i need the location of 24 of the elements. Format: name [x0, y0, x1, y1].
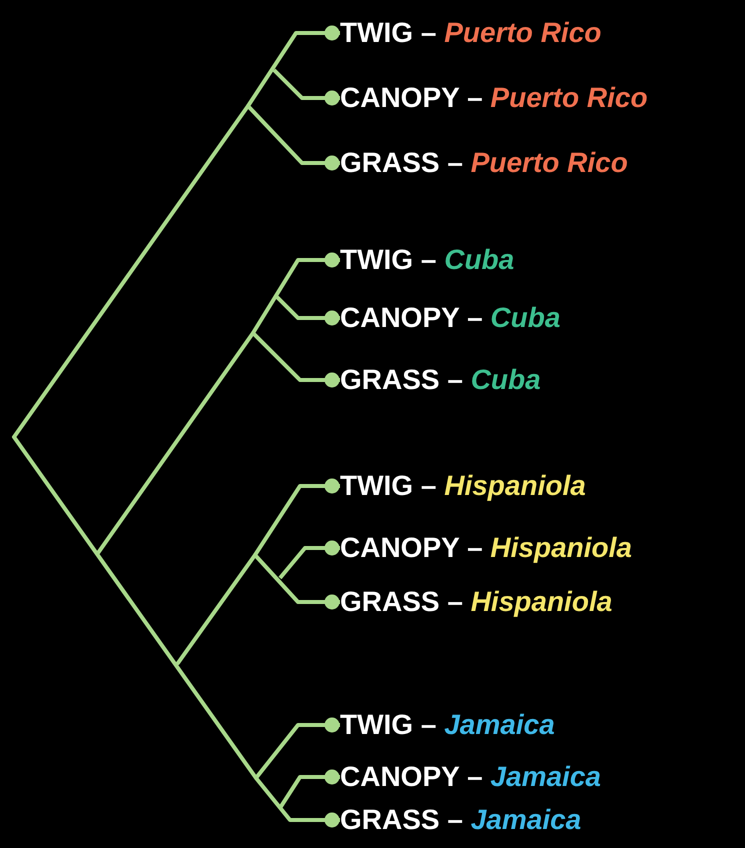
branch-line [254, 718, 340, 780]
taxon-label: TWIG – Hispaniola [340, 469, 586, 503]
taxon-label: CANOPY – Puerto Rico [340, 81, 648, 115]
branch-line [251, 252, 340, 334]
branch-line [246, 104, 340, 170]
branch-line [278, 770, 340, 810]
taxon-label: TWIG – Puerto Rico [340, 16, 602, 50]
taxon-label: TWIG – Cuba [340, 243, 514, 277]
taxon-label: TWIG – Jamaica [340, 708, 555, 742]
branch-line [246, 26, 340, 108]
taxon-label: GRASS – Cuba [340, 363, 541, 397]
branch-line [253, 478, 340, 556]
taxon-label: CANOPY – Hispaniola [340, 531, 632, 565]
taxon-label: GRASS – Puerto Rico [340, 146, 628, 180]
taxon-label: CANOPY – Jamaica [340, 760, 601, 794]
branch-line [252, 332, 340, 388]
branch-line [254, 554, 340, 610]
taxon-label: GRASS – Jamaica [340, 803, 582, 837]
taxon-label: CANOPY – Cuba [340, 301, 560, 335]
taxon-label: GRASS – Hispaniola [340, 585, 612, 619]
branch-line [254, 776, 340, 828]
branch-line [278, 540, 340, 580]
branch-line [272, 68, 340, 106]
branch-line [276, 296, 340, 326]
